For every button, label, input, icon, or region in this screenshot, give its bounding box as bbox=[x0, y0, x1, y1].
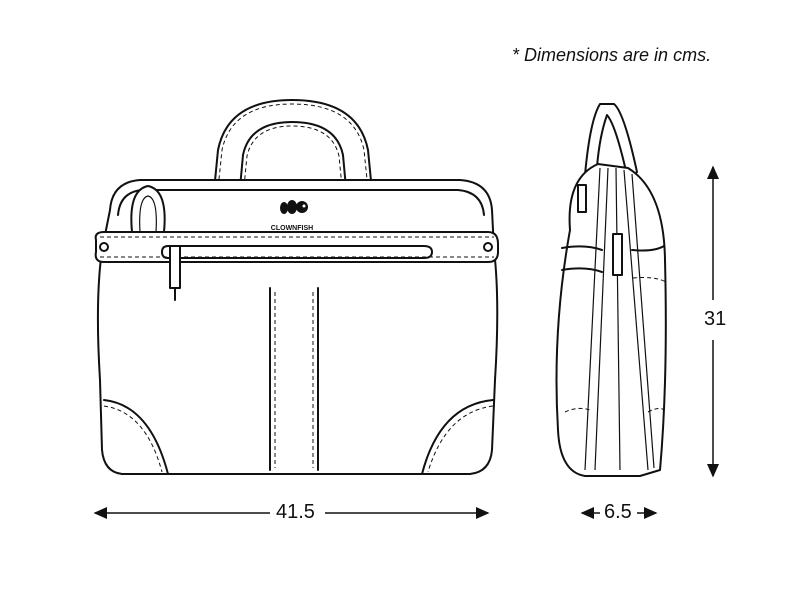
height-dimension-label: 31 bbox=[700, 308, 731, 331]
front-view: CLOWNFISH bbox=[94, 99, 499, 475]
dimension-arrows bbox=[93, 165, 719, 519]
svg-text:CLOWNFISH: CLOWNFISH bbox=[271, 225, 313, 232]
clownfish-logo: CLOWNFISH bbox=[271, 200, 313, 232]
dimensions-note: * Dimensions are in cms. bbox=[512, 45, 712, 65]
width-dimension-label: 41.5 bbox=[272, 501, 319, 524]
depth-dimension-label: 6.5 bbox=[600, 501, 636, 524]
side-view bbox=[555, 103, 667, 477]
